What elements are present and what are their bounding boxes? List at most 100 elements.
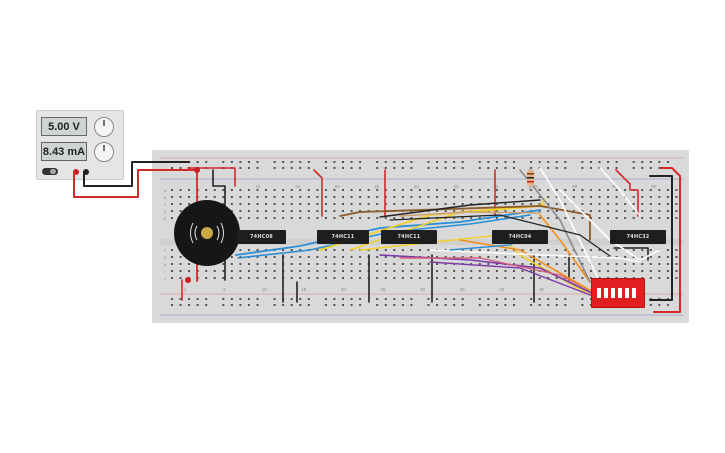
breadboard-hole: [649, 304, 652, 306]
breadboard-hole: [179, 167, 182, 169]
breadboard-hole: [247, 161, 250, 163]
dip-switch-toggle[interactable]: [611, 288, 615, 298]
signal-wire: [339, 205, 591, 241]
breadboard-hole: [410, 189, 413, 191]
breadboard-hole: [179, 277, 182, 279]
breadboard-hole: [290, 270, 293, 272]
sound-wave-icon: [220, 222, 224, 244]
column-number: 20: [341, 287, 347, 292]
breadboard-hole: [453, 270, 456, 272]
chip-74hc32[interactable]: 74HC32: [610, 230, 666, 244]
breadboard-hole: [641, 249, 644, 251]
current-knob[interactable]: [94, 142, 114, 162]
chip-74hc11-a[interactable]: 74HC11: [317, 230, 369, 244]
breadboard-hole: [564, 203, 567, 205]
breadboard-hole: [410, 263, 413, 265]
dip-switch-toggle[interactable]: [632, 288, 636, 298]
dip-switch-toggle[interactable]: [625, 288, 629, 298]
voltage-knob[interactable]: [94, 117, 114, 137]
breadboard-hole: [632, 270, 635, 272]
breadboard-hole: [513, 298, 515, 300]
breadboard-hole: [290, 256, 293, 258]
breadboard-hole: [316, 210, 319, 212]
breadboard-hole: [513, 189, 515, 191]
chip-74hc08[interactable]: 74HC08: [237, 230, 286, 244]
breadboard-hole: [427, 263, 430, 265]
breadboard-hole: [478, 263, 481, 265]
breadboard-hole: [495, 256, 498, 258]
rail-jumper: [313, 169, 323, 217]
breadboard-hole: [436, 277, 439, 279]
breadboard-hole: [436, 203, 439, 205]
breadboard-hole: [598, 210, 601, 212]
breadboard-hole: [342, 196, 344, 198]
breadboard-hole: [547, 249, 550, 251]
breadboard-hole: [359, 167, 362, 169]
breadboard-hole: [290, 203, 293, 205]
breadboard-hole: [384, 256, 387, 258]
breadboard-hole: [299, 263, 302, 265]
breadboard-hole: [615, 196, 618, 198]
breadboard-hole: [384, 270, 387, 272]
breadboard-hole: [179, 304, 182, 306]
breadboard-hole: [547, 196, 550, 198]
breadboard-hole: [675, 203, 678, 205]
breadboard-hole: [538, 263, 541, 265]
breadboard-hole: [649, 277, 652, 279]
breadboard-hole: [453, 298, 456, 300]
breadboard-hole: [538, 189, 541, 191]
signal-wire: [559, 189, 661, 261]
breadboard-hole: [282, 189, 285, 191]
breadboard-hole: [342, 298, 344, 300]
breadboard-hole: [247, 270, 250, 272]
breadboard-hole: [555, 210, 558, 212]
dip-switch-toggle[interactable]: [604, 288, 608, 298]
breadboard-hole: [564, 189, 567, 191]
power-switch[interactable]: [42, 168, 58, 175]
breadboard-hole: [342, 161, 344, 163]
breadboard-hole: [401, 189, 404, 191]
breadboard-hole: [265, 263, 268, 265]
dip-switch-toggle[interactable]: [597, 288, 601, 298]
breadboard-hole: [470, 203, 473, 205]
breadboard-hole: [444, 210, 447, 212]
breadboard-hole: [530, 217, 533, 219]
breadboard-hole: [666, 249, 669, 251]
breadboard-hole: [350, 203, 353, 205]
signal-wire: [519, 169, 591, 283]
breadboard-hole: [444, 298, 447, 300]
breadboard-hole: [521, 196, 524, 198]
breadboard-hole: [299, 203, 302, 205]
breadboard-hole: [376, 256, 379, 258]
breadboard-hole: [513, 196, 515, 198]
breadboard-hole: [376, 196, 379, 198]
dip-switch-toggle[interactable]: [618, 288, 622, 298]
negative-terminal[interactable]: [83, 169, 89, 175]
dip-switch[interactable]: [591, 278, 645, 308]
chip-74hc11-b[interactable]: 74HC11: [381, 230, 437, 244]
breadboard-hole: [410, 304, 413, 306]
breadboard-hole: [316, 249, 319, 251]
breadboard-hole: [393, 217, 396, 219]
power-supply[interactable]: 5.00 V 8.43 mA: [36, 110, 124, 180]
breadboard-hole: [641, 217, 644, 219]
breadboard-hole: [675, 196, 678, 198]
breadboard-hole: [393, 304, 396, 306]
breadboard-hole: [376, 217, 379, 219]
breadboard-hole: [205, 270, 208, 272]
breadboard-hole: [196, 161, 199, 163]
breadboard-hole: [461, 167, 464, 169]
breadboard-hole: [581, 304, 584, 306]
breadboard-hole: [350, 161, 353, 163]
breadboard-hole: [478, 304, 481, 306]
breadboard-hole: [470, 270, 473, 272]
breadboard-hole: [342, 210, 344, 212]
chip-74hc04[interactable]: 74HC04: [492, 230, 548, 244]
breadboard-hole: [230, 210, 233, 212]
breadboard-hole: [581, 189, 584, 191]
positive-terminal[interactable]: [73, 169, 79, 175]
breadboard-hole: [675, 277, 678, 279]
breadboard-hole: [333, 210, 336, 212]
breadboard-hole: [376, 277, 379, 279]
breadboard-hole: [658, 304, 661, 306]
